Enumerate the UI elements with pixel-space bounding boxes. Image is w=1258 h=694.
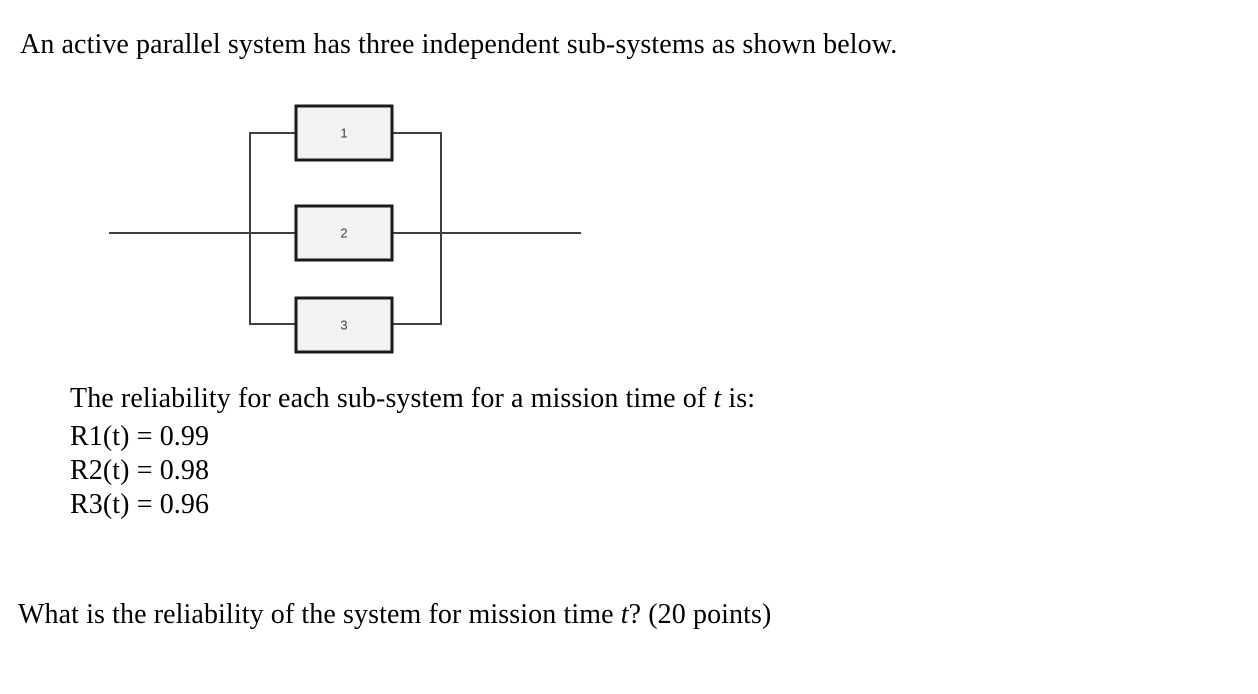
reliability-item-r1: R1(t) = 0.99 — [70, 421, 210, 452]
block-1: 1 — [294, 104, 394, 162]
block-3-label: 3 — [340, 317, 347, 332]
reliability-intro-sentence: The reliability for each sub-system for … — [70, 382, 755, 416]
block-1-rect — [294, 104, 394, 162]
question-mission-time-variable: t — [620, 599, 629, 630]
block-3: 3 — [294, 296, 394, 354]
reliability-value-list: R1(t) = 0.99 R2(t) = 0.98 R3(t) = 0.96 — [70, 420, 209, 522]
reliability-block-diagram: 1 2 3 — [0, 90, 640, 380]
question-after: ? (20 points) — [628, 599, 772, 630]
intro-sentence: An active parallel system has three inde… — [20, 29, 898, 60]
reliability-item-r3: R3(t) = 0.96 — [70, 489, 210, 520]
mission-time-variable: t — [713, 383, 722, 414]
block-2: 2 — [294, 204, 394, 262]
reliability-intro-before: The reliability for each sub-system for … — [70, 383, 714, 414]
question-before: What is the reliability of the system fo… — [18, 599, 621, 630]
reliability-item-r2: R2(t) = 0.98 — [70, 455, 210, 486]
diagram-canvas: 1 2 3 — [109, 104, 581, 354]
block-2-label: 2 — [340, 225, 347, 240]
block-1-label: 1 — [340, 125, 347, 140]
reliability-intro-after: is: — [721, 383, 756, 414]
question-sentence: What is the reliability of the system fo… — [18, 598, 771, 632]
block-2-rect — [294, 204, 394, 262]
block-3-rect — [294, 296, 394, 354]
